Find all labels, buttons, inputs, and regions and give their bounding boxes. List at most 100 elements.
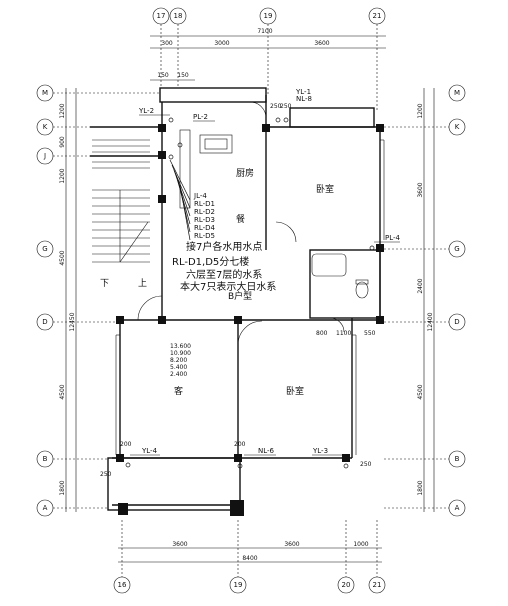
top-dimension-lines (150, 35, 386, 81)
dim-left-4: 4500 (59, 250, 66, 265)
riser-label-2: RL-D1 (194, 200, 215, 208)
dim-right-1: 1200 (417, 103, 424, 118)
elevation-list: 13.600 10.900 8.200 5.400 2.400 (170, 343, 191, 378)
inner-dim-7: 250 (280, 103, 292, 110)
pipe-label-yl2: YL-2 (138, 107, 154, 115)
axis-top-2: 18 (174, 12, 183, 20)
dim-bottom-seg-3: 1000 (353, 541, 368, 548)
axis-right-3: G (454, 245, 459, 253)
bathroom-fixtures (311, 253, 369, 299)
doors (137, 101, 345, 346)
axis-left-4: G (42, 245, 47, 253)
room-bedroom-bottom: 卧室 (286, 385, 304, 397)
dim-right-3: 2400 (417, 278, 424, 293)
axis-top-3: 19 (264, 12, 273, 20)
axis-right-2: K (455, 123, 460, 131)
dim-top-seg-2: 3000 (214, 40, 229, 47)
axis-left-5: D (42, 318, 47, 326)
dim-left-1: 1200 (59, 103, 66, 118)
dim-bottom-seg-2: 3600 (284, 541, 299, 548)
windows (115, 139, 385, 455)
right-dimension-lines (423, 88, 435, 512)
note-line-3: 六层至7层的水系 (186, 268, 262, 281)
inner-dim-6: 250 (270, 103, 282, 110)
dim-top-small-2: 150 (177, 72, 189, 79)
columns (116, 124, 384, 516)
pipe-label-nl8: NL-8 (296, 95, 312, 103)
stair-top-treads (92, 139, 150, 169)
axis-left-3: J (43, 152, 46, 160)
note-line-4: 本大7只表示大日水系 (180, 280, 276, 293)
left-dimension-lines (65, 88, 77, 512)
note-line-1: 接7户各水用水点 (186, 240, 262, 253)
dim-left-7: 1800 (59, 480, 66, 495)
pipe-label-yl3: YL-3 (312, 447, 328, 455)
pipe-label-pl4: PL-4 (385, 234, 401, 242)
right-axis-bubbles: M K G D B A (448, 84, 466, 517)
inner-dim-3: 550 (364, 330, 376, 337)
dim-right-2: 3600 (417, 182, 424, 197)
axis-right-5: B (455, 455, 460, 463)
axis-top-4: 21 (373, 12, 382, 20)
inner-dim-2: 1100 (336, 330, 351, 337)
riser-label-5: RL-D4 (194, 224, 216, 232)
elevation-4: 5.400 (170, 364, 187, 371)
riser-label-6: RL-D5 (194, 232, 215, 240)
pipe-label-yl1: YL-1 (295, 88, 311, 96)
riser-label-3: RL-D2 (194, 208, 215, 216)
axis-right-1: M (454, 89, 460, 97)
pipe-label-yl4: YL-4 (141, 447, 158, 455)
riser-label-4: RL-D3 (194, 216, 215, 224)
inner-dim-5: 200 (234, 441, 246, 448)
dim-right-5: 4500 (417, 384, 424, 399)
axis-bottom-1: 16 (118, 581, 127, 589)
top-axis-bubbles: 17 18 19 21 (152, 7, 386, 25)
note-line-2: RL-D1,D5分七楼 (172, 255, 249, 268)
axis-right-4: D (454, 318, 459, 326)
inner-dim-4: 200 (120, 441, 132, 448)
dim-top-small-1: 150 (157, 72, 169, 79)
dim-bottom-seg-1: 3600 (172, 541, 187, 548)
elevation-2: 10.900 (170, 350, 191, 357)
axis-left-6: B (43, 455, 48, 463)
inner-dim-9: 250 (100, 471, 112, 478)
dim-bottom-total: 8400 (242, 555, 257, 562)
axis-left-1: M (42, 89, 48, 97)
riser-label-1: JL-4 (193, 192, 207, 200)
dim-top-seg-3: 3600 (314, 40, 329, 47)
axis-bottom-3: 20 (342, 581, 351, 589)
room-bedroom-top: 卧室 (316, 183, 334, 195)
riser-label-list: JL-4 RL-D1 RL-D2 RL-D3 RL-D4 RL-D5 (193, 192, 216, 240)
axis-leaders (53, 24, 449, 577)
inner-dim-1: 800 (316, 330, 328, 337)
unit-type: B户型 (228, 290, 252, 302)
dim-top-total: 7100 (257, 28, 272, 35)
room-kitchen: 厨房 (236, 167, 254, 179)
axis-right-6: A (455, 504, 460, 512)
bottom-dimension-lines (118, 547, 382, 563)
left-axis-bubbles: M K J G D B A (36, 84, 54, 517)
dim-left-3: 1200 (59, 168, 66, 183)
axis-left-7: A (43, 504, 48, 512)
stair-treads (92, 189, 150, 263)
pipe-risers (125, 117, 375, 469)
elevation-3: 8.200 (170, 357, 187, 364)
elevation-1: 13.600 (170, 343, 191, 350)
dim-left-2: 900 (59, 136, 66, 148)
room-living: 客 (174, 385, 183, 397)
dim-right-4: 12400 (427, 312, 434, 331)
walls (90, 87, 381, 511)
kitchen-counter (179, 129, 233, 209)
axis-bottom-4: 21 (373, 581, 382, 589)
axis-left-2: K (43, 123, 48, 131)
elevation-5: 2.400 (170, 371, 187, 378)
stair-down-label: 下 (100, 279, 109, 289)
dim-left-5: 12450 (69, 312, 76, 331)
axis-bottom-2: 19 (234, 581, 243, 589)
room-dining: 餐 (236, 213, 245, 225)
pipe-label-nl6: NL-6 (258, 447, 275, 455)
inner-dim-8: 250 (360, 461, 372, 468)
dim-right-6: 1800 (417, 480, 424, 495)
pipe-label-pl2: PL-2 (193, 113, 208, 121)
